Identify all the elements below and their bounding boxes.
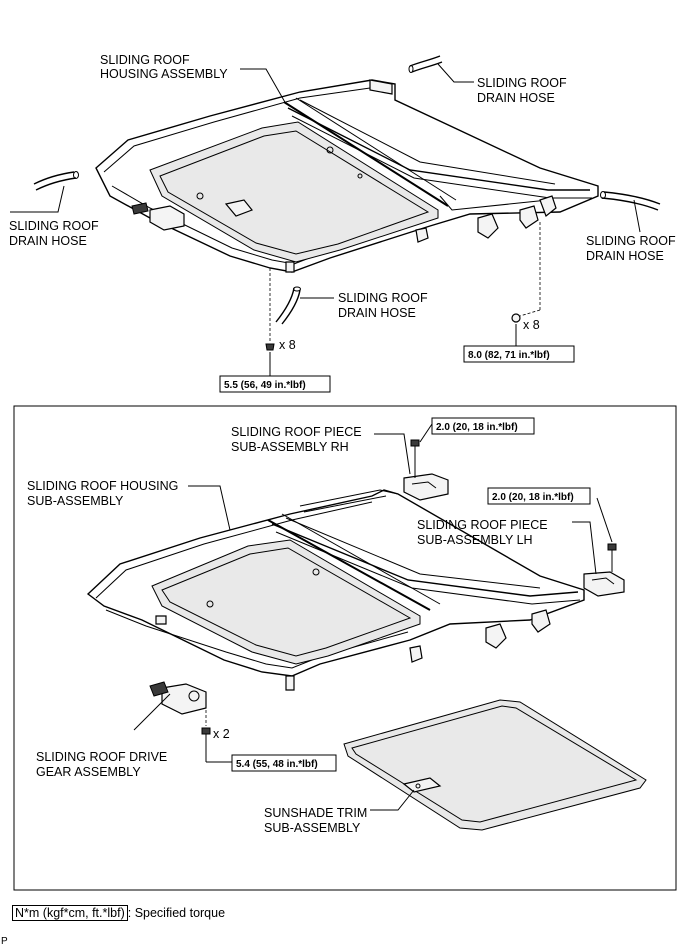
torque-box-piece-lh: 2.0 (20, 18 in.*lbf) — [487, 487, 591, 505]
piece-rh-drawing — [403, 439, 449, 501]
label-drain-hose-bottom: SLIDING ROOF DRAIN HOSE — [338, 291, 431, 320]
label-drive-gear: SLIDING ROOF DRIVE GEAR ASSEMBLY — [36, 750, 171, 779]
legend-unit-box: N*m (kgf*cm, ft.*lbf) — [12, 905, 128, 921]
piece-lh-drawing — [583, 543, 625, 597]
torque-box-piece-rh: 2.0 (20, 18 in.*lbf) — [431, 417, 535, 435]
svg-text:8.0 (82, 71 in.*lbf): 8.0 (82, 71 in.*lbf) — [468, 350, 550, 361]
detail-box — [13, 405, 677, 891]
torque-box-nut-right: 8.0 (82, 71 in.*lbf) — [463, 345, 575, 363]
drain-hose-bottom-drawing — [275, 286, 301, 325]
drain-hose-right-drawing — [600, 191, 661, 211]
torque-box-nut-left: 5.5 (56, 49 in.*lbf) — [219, 375, 331, 393]
svg-text:5.4 (55, 48 in.*lbf): 5.4 (55, 48 in.*lbf) — [236, 759, 318, 770]
label-drain-hose-right: SLIDING ROOF DRAIN HOSE — [586, 234, 679, 263]
svg-text:2.0 (20, 18 in.*lbf): 2.0 (20, 18 in.*lbf) — [436, 422, 518, 433]
label-sunshade: SUNSHADE TRIM SUB-ASSEMBLY — [264, 806, 371, 835]
drive-gear-drawing — [149, 681, 211, 744]
label-housing-assembly: SLIDING ROOF HOUSING ASSEMBLY — [100, 53, 228, 81]
housing-assembly-drawing — [95, 79, 599, 273]
label-drain-hose-top-right: SLIDING ROOF DRAIN HOSE — [477, 76, 570, 105]
legend-text: : Specified torque — [127, 906, 226, 920]
label-housing-sub: SLIDING ROOF HOUSING SUB-ASSEMBLY — [27, 479, 182, 508]
count-nut-left: x 8 — [279, 338, 296, 352]
count-bolt-gear: x 2 — [213, 727, 230, 741]
label-piece-rh: SLIDING ROOF PIECE SUB-ASSEMBLY RH — [231, 425, 365, 454]
torque-box-drive-gear: 5.4 (55, 48 in.*lbf) — [231, 754, 337, 772]
drain-hose-top-right-drawing — [408, 55, 443, 73]
label-drain-hose-left: SLIDING ROOF DRAIN HOSE — [9, 219, 102, 248]
drain-hose-left-drawing — [33, 171, 79, 191]
sunshade-drawing — [343, 699, 647, 831]
torque-legend: N*m (kgf*cm, ft.*lbf): Specified torque — [12, 905, 226, 921]
label-piece-lh: SLIDING ROOF PIECE SUB-ASSEMBLY LH — [417, 518, 551, 547]
count-nut-right: x 8 — [523, 318, 540, 332]
svg-text:2.0 (20, 18 in.*lbf): 2.0 (20, 18 in.*lbf) — [492, 492, 574, 503]
page-code: P — [1, 936, 8, 947]
svg-text:5.5 (56, 49 in.*lbf): 5.5 (56, 49 in.*lbf) — [224, 380, 306, 391]
housing-sub-assembly-drawing — [86, 489, 585, 691]
